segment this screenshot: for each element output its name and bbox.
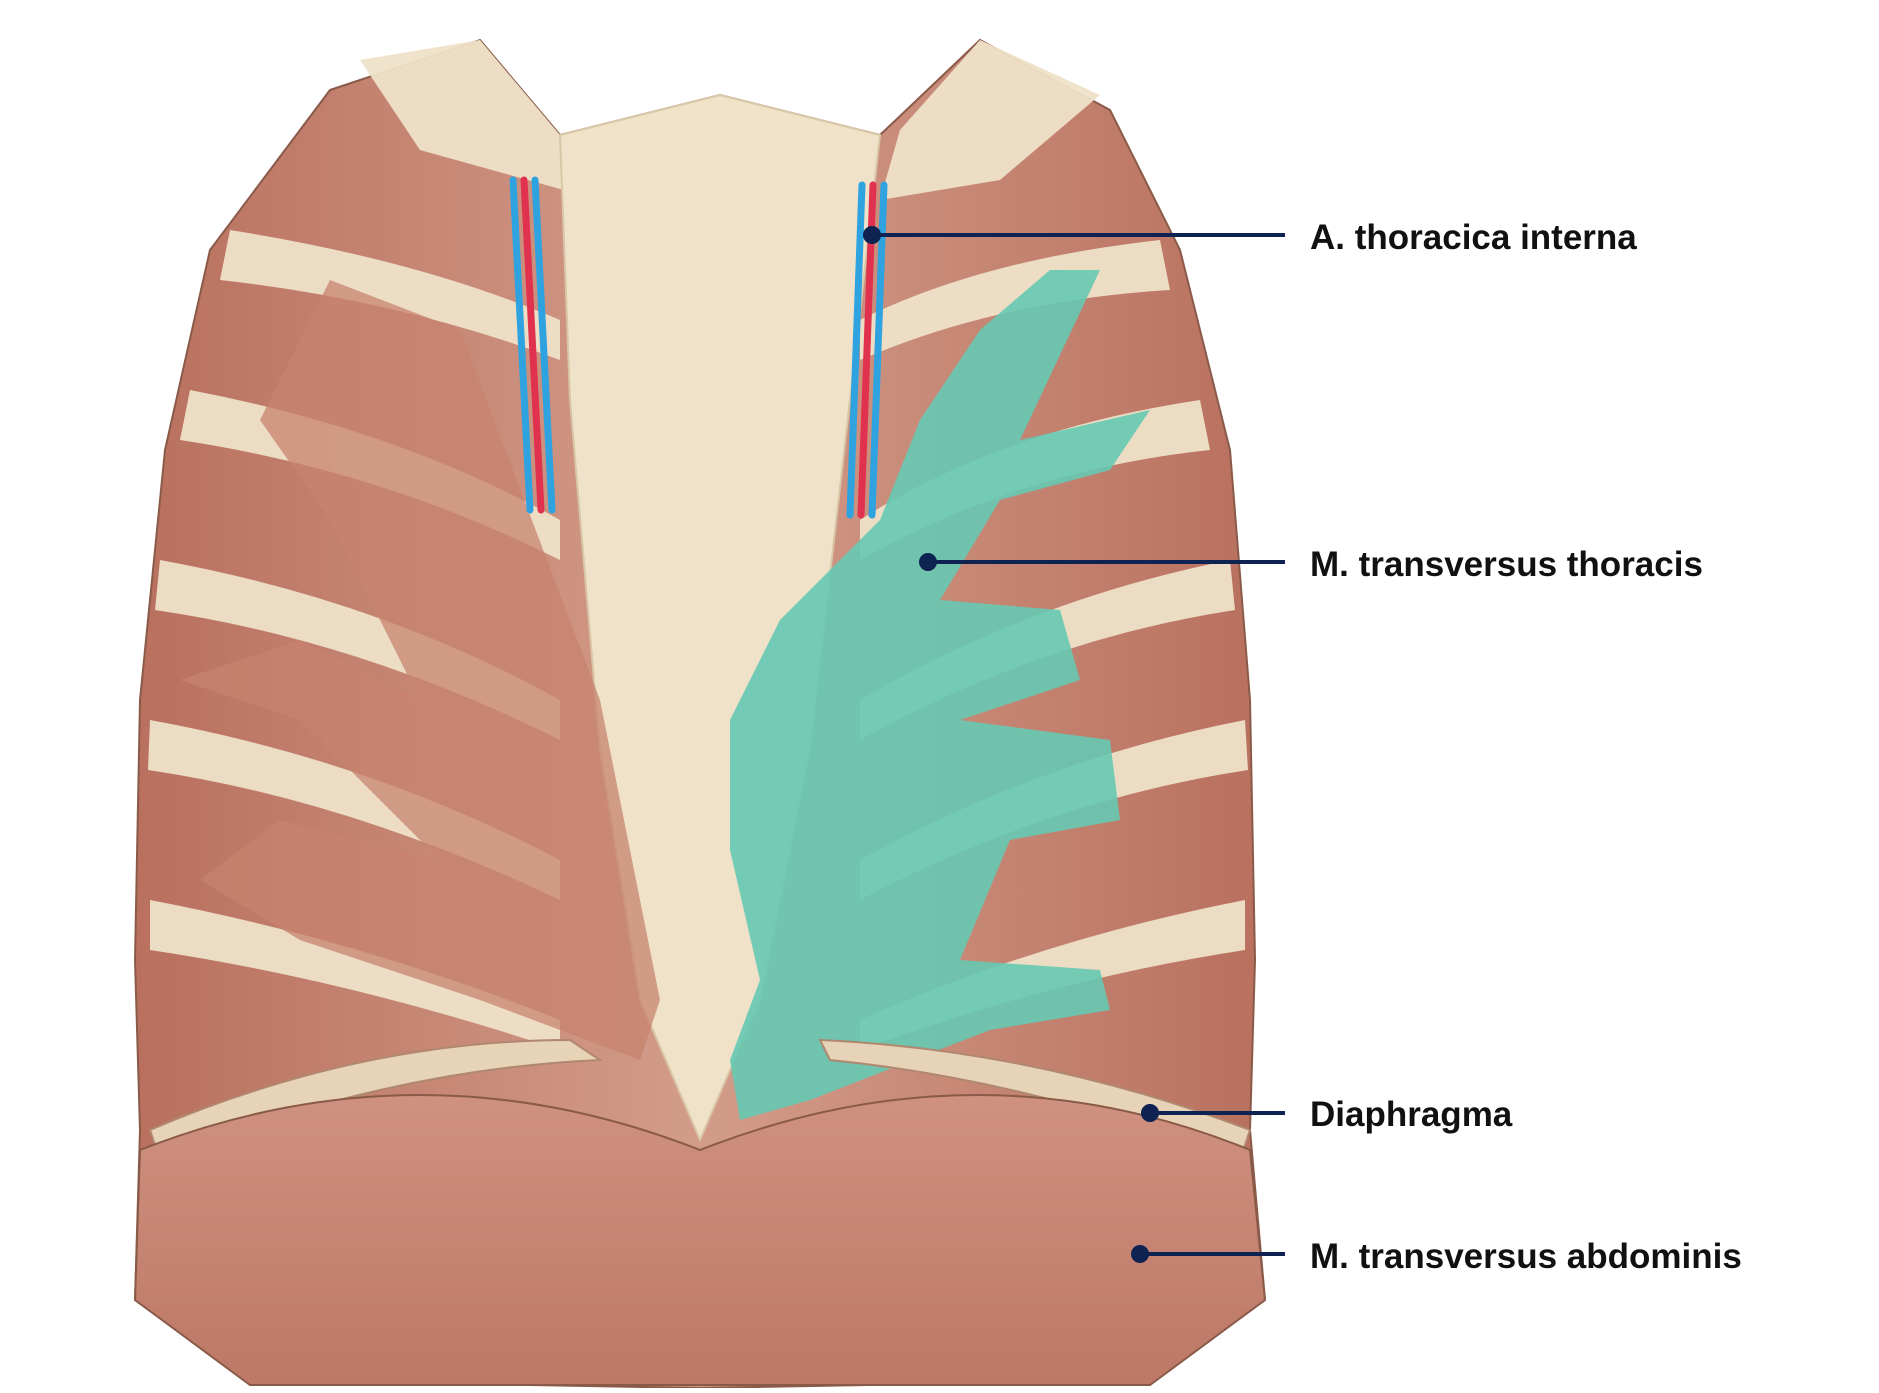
left-internal-thoracic-vessels	[509, 176, 556, 514]
label-m-transversus-abdominis: M. transversus abdominis	[1310, 1237, 1742, 1276]
transversus-thoracis-highlight	[730, 270, 1150, 1120]
leader-dot-transversus-thoracis	[919, 553, 937, 571]
transversus-abdominis-shape	[133, 1094, 1267, 1386]
leader-dot-a-thoracica	[863, 226, 881, 244]
leader-dot-diaphragma	[1141, 1104, 1159, 1122]
label-m-transversus-thoracis: M. transversus thoracis	[1310, 545, 1703, 584]
left-transversus-thoracis	[180, 280, 660, 1060]
label-diaphragma: Diaphragma	[1310, 1095, 1513, 1134]
label-a-thoracica-interna: A. thoracica interna	[1310, 218, 1637, 257]
leader-lines	[863, 226, 1285, 1263]
leader-dot-transversus-abdominis	[1131, 1245, 1149, 1263]
